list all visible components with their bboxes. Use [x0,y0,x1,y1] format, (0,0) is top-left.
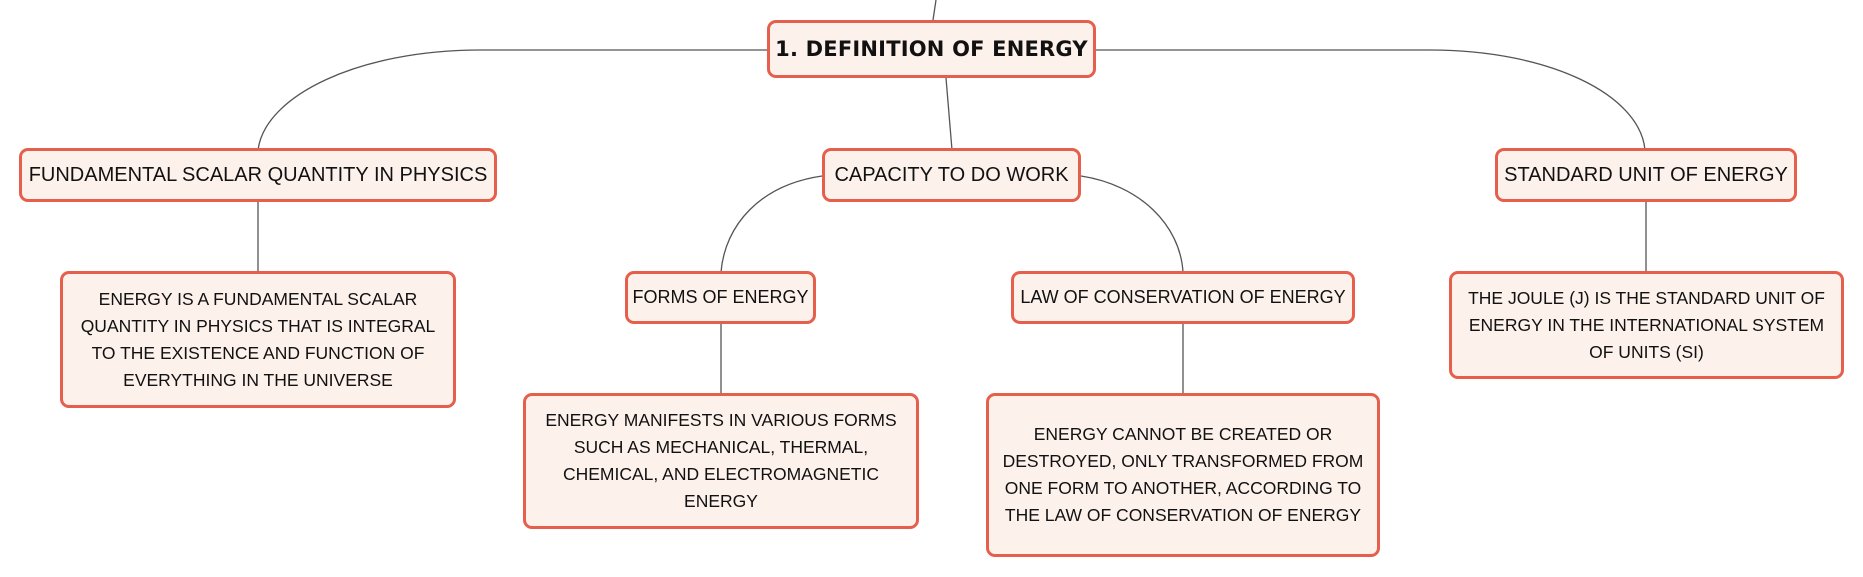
leaf-node-standard-unit-description[interactable]: THE JOULE (J) IS THE STANDARD UNIT OF EN… [1449,271,1844,379]
connector-capacity-to-conservation [1080,175,1184,273]
connector-from-parent [932,0,937,21]
branch-node-label: FUNDAMENTAL SCALAR QUANTITY IN PHYSICS [28,163,488,186]
leaf-node-fundamental-scalar-description[interactable]: ENERGY IS A FUNDAMENTAL SCALAR QUANTITY … [60,271,456,408]
branch-node-capacity-to-do-work[interactable]: CAPACITY TO DO WORK [822,148,1081,202]
root-node[interactable]: 1. DEFINITION OF ENERGY [767,20,1096,78]
subbranch-node-label: FORMS OF ENERGY [632,287,809,307]
branch-node-standard-unit[interactable]: STANDARD UNIT OF ENERGY [1495,148,1797,202]
leaf-node-text: ENERGY IS A FUNDAMENTAL SCALAR QUANTITY … [80,288,436,390]
leaf-node-text: THE JOULE (J) IS THE STANDARD UNIT OF EN… [1468,287,1825,362]
connector-root-to-fundamental [257,49,767,151]
root-node-label: 1. DEFINITION OF ENERGY [775,37,1088,61]
leaf-node-forms-description[interactable]: ENERGY MANIFESTS IN VARIOUS FORMS SUCH A… [523,393,919,529]
connector-capacity-to-forms [720,175,823,273]
subbranch-node-label: LAW OF CONSERVATION OF ENERGY [1020,287,1346,307]
connector-root-to-capacity [945,77,953,151]
leaf-node-text: ENERGY CANNOT BE CREATED OR DESTROYED, O… [1002,424,1364,525]
leaf-node-text: ENERGY MANIFESTS IN VARIOUS FORMS SUCH A… [545,410,897,511]
leaf-node-conservation-description[interactable]: ENERGY CANNOT BE CREATED OR DESTROYED, O… [986,393,1380,557]
subbranch-node-law-of-conservation[interactable]: LAW OF CONSERVATION OF ENERGY [1011,271,1355,324]
branch-node-fundamental-scalar-quantity[interactable]: FUNDAMENTAL SCALAR QUANTITY IN PHYSICS [19,148,497,202]
connector-root-to-standard-unit [1096,49,1646,151]
subbranch-node-forms-of-energy[interactable]: FORMS OF ENERGY [625,271,816,324]
branch-node-label: CAPACITY TO DO WORK [834,163,1069,186]
branch-node-label: STANDARD UNIT OF ENERGY [1504,163,1788,186]
